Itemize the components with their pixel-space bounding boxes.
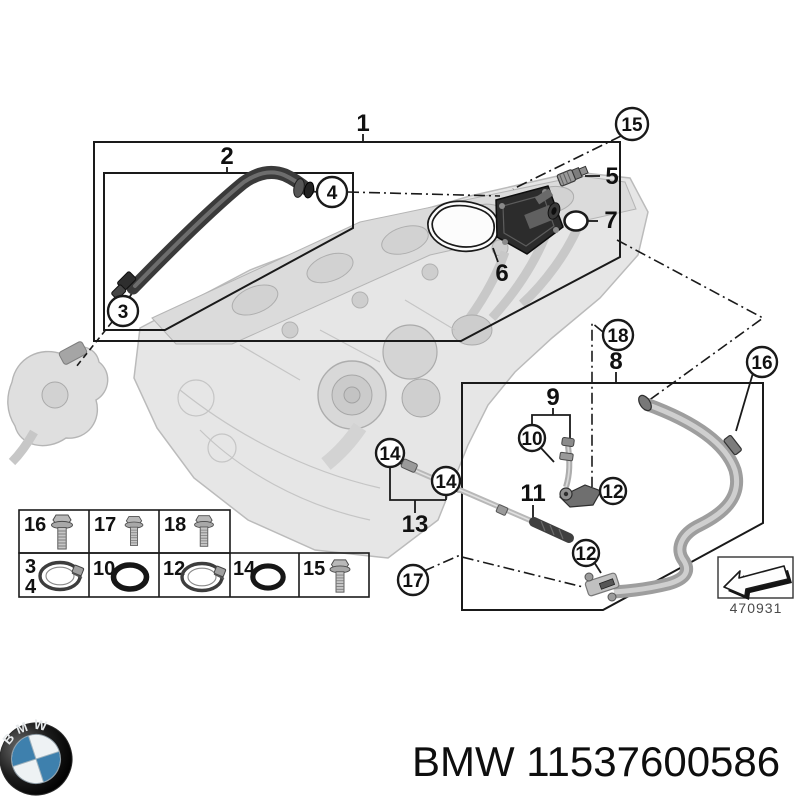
svg-text:17: 17 — [94, 514, 116, 536]
svg-text:14: 14 — [233, 558, 256, 580]
footer: BMW BMW 11537600586 — [0, 711, 780, 796]
part-number-label: BMW 11537600586 — [412, 738, 780, 785]
flange-bolt-icon — [124, 516, 144, 546]
svg-text:18: 18 — [164, 514, 186, 536]
legend-cell-18: 18 — [164, 514, 214, 547]
legend-cell-15: 15 — [303, 558, 351, 593]
callout-label-9: 9 — [546, 384, 559, 411]
callout-label-7: 7 — [604, 207, 617, 234]
svg-text:16: 16 — [751, 353, 772, 374]
callout-circle-17: 17 — [396, 563, 430, 597]
o-ring-icon — [114, 565, 147, 589]
flange-bolt-icon — [329, 559, 351, 593]
svg-text:3: 3 — [25, 556, 36, 578]
arrow-stamp: 470931 — [717, 556, 794, 616]
direction-arrow-icon — [723, 565, 789, 597]
flange-bolt-icon — [51, 514, 73, 550]
leader-lines-dashdot — [347, 135, 765, 588]
vent-hose-part-2 — [111, 165, 315, 300]
svg-text:16: 16 — [24, 514, 46, 536]
legend-cell-17: 17 — [94, 514, 144, 546]
o-ring-icon — [253, 566, 283, 588]
svg-text:14: 14 — [435, 472, 457, 493]
hose-clamp-icon — [180, 561, 228, 593]
callout-circle-10: 10 — [517, 423, 547, 453]
callout-circle-4: 4 — [315, 175, 349, 209]
svg-text:10: 10 — [93, 558, 115, 580]
circled-callouts: 3 4 10 12 12 14 14 15 — [106, 106, 779, 597]
box-group-2 — [103, 172, 354, 331]
svg-text:4: 4 — [25, 576, 37, 598]
hose-clip-16 — [723, 435, 742, 456]
box-group-1 — [93, 141, 621, 342]
callout-label-1: 1 — [356, 110, 369, 137]
svg-text:12: 12 — [602, 482, 623, 503]
coolant-hose-16 — [584, 394, 744, 602]
turbocharger — [317, 324, 441, 470]
legend-cell-12: 12 — [163, 558, 228, 593]
engine-illustration — [7, 171, 649, 559]
legend-table: 16 17 18 3 4 10 12 14 15 — [18, 509, 370, 598]
thermostat-assembly — [426, 165, 589, 255]
o-ring-7 — [563, 210, 589, 232]
callout-label-5: 5 — [605, 163, 618, 190]
callout-label-8: 8 — [609, 348, 622, 375]
legend-cell-3-4: 3 4 — [25, 556, 86, 598]
injector-row — [281, 239, 509, 339]
bracket-18 — [558, 484, 602, 508]
bmw-logo: BMW — [0, 711, 73, 796]
svg-text:4: 4 — [327, 183, 338, 204]
svg-text:10: 10 — [521, 429, 542, 450]
callout-circle-15: 15 — [614, 106, 650, 142]
callout-circle-3: 3 — [106, 294, 140, 328]
legend-cell-10: 10 — [93, 558, 147, 589]
temperature-sensor-5 — [556, 165, 589, 187]
drawing-number: 470931 — [730, 600, 783, 616]
callout-label-13: 13 — [402, 511, 429, 538]
callout-circle-12b: 12 — [571, 538, 601, 568]
svg-text:15: 15 — [303, 558, 325, 580]
pipe-flange-17 — [584, 572, 620, 602]
svg-text:18: 18 — [607, 326, 628, 347]
svg-text:17: 17 — [402, 571, 423, 592]
callout-circle-14a: 14 — [374, 437, 406, 469]
hose-clamp-icon — [38, 560, 86, 592]
callout-circle-18: 18 — [601, 318, 635, 352]
plain-callouts: 1 2 5 6 7 8 9 11 13 — [220, 110, 622, 538]
svg-text:14: 14 — [379, 444, 401, 465]
callout-circle-16: 16 — [745, 345, 779, 379]
legend-cell-16: 16 — [24, 514, 73, 550]
svg-text:15: 15 — [621, 115, 643, 136]
block-detail-lines — [177, 299, 456, 521]
manifold-collector — [451, 314, 493, 346]
legend-cell-14: 14 — [233, 558, 283, 588]
svg-text:3: 3 — [118, 302, 129, 323]
pipe-9-10-assembly — [558, 436, 602, 508]
svg-text:12: 12 — [575, 544, 596, 565]
callout-label-6: 6 — [495, 260, 508, 287]
callout-label-11: 11 — [520, 480, 545, 507]
flange-bolt-icon — [194, 515, 214, 547]
svg-text:12: 12 — [163, 558, 185, 580]
left-coolant-pump-part — [7, 341, 109, 466]
callout-label-2: 2 — [220, 143, 233, 170]
callout-circle-14b: 14 — [430, 465, 462, 497]
callout-circle-12a: 12 — [598, 476, 628, 506]
